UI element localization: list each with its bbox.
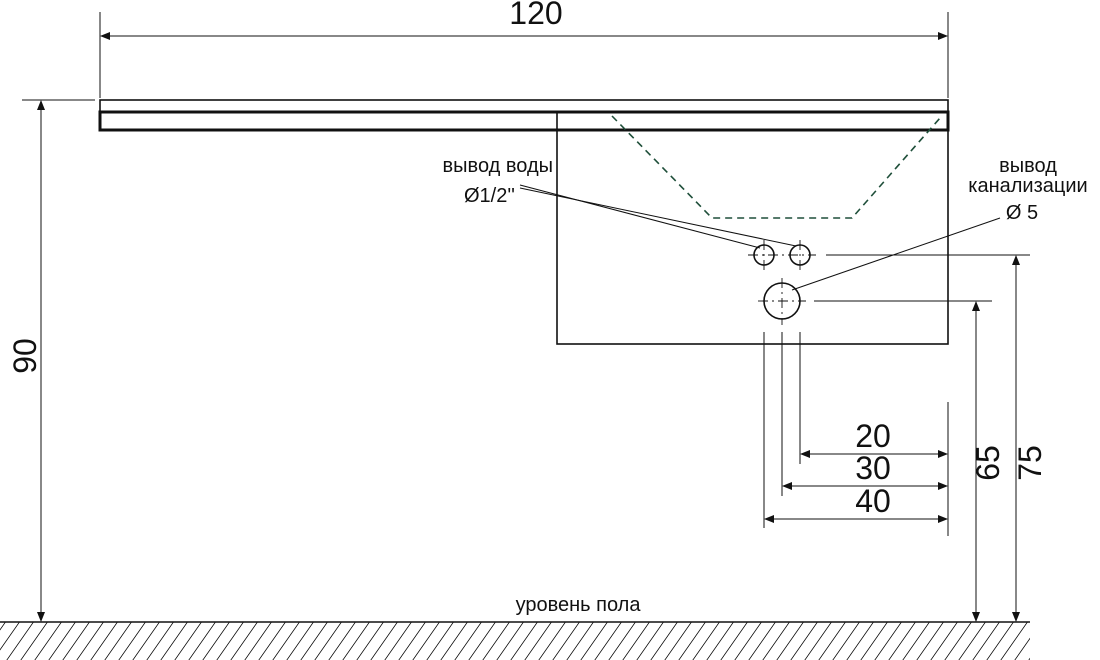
dim-65-value: 65 bbox=[970, 445, 1006, 481]
water-leader-1 bbox=[519, 184, 761, 249]
water-leader-2 bbox=[519, 187, 797, 247]
dim-75-value: 75 bbox=[1012, 445, 1048, 481]
countertop-front-edge bbox=[98, 110, 950, 132]
dimension-height: 90 bbox=[7, 99, 95, 622]
water-outlet-label-line2: Ø1/2'' bbox=[464, 185, 515, 207]
sink-bowl-hidden-line bbox=[611, 115, 941, 219]
drain-leader bbox=[791, 217, 1001, 291]
dim-height-value: 90 bbox=[7, 338, 43, 374]
countertop-top-edge bbox=[99, 99, 949, 113]
leader-lines bbox=[519, 184, 1001, 291]
drain-group bbox=[758, 278, 806, 325]
floor bbox=[0, 621, 1030, 660]
offset-20-value: 20 bbox=[855, 418, 891, 454]
cabinet-body bbox=[556, 111, 949, 345]
offset-40-value: 40 bbox=[855, 483, 891, 519]
dim-width-value: 120 bbox=[509, 0, 562, 31]
dimension-offsets: 20 30 40 bbox=[763, 332, 949, 536]
drain-label-line2: канализации bbox=[968, 175, 1087, 197]
water-outlet-label-line1: вывод воды bbox=[443, 155, 553, 177]
floor-level-label: уровень пола bbox=[516, 594, 642, 616]
notes: вывод воды Ø1/2'' вывод канализации Ø 5 … bbox=[443, 155, 1088, 616]
offset-30-value: 30 bbox=[855, 450, 891, 486]
floor-hatching bbox=[0, 622, 1030, 660]
dimension-width: 120 bbox=[99, 0, 949, 98]
dimension-outlet-heights: 75 65 bbox=[814, 254, 1048, 622]
drain-label-line1: вывод bbox=[999, 155, 1057, 177]
water-outlet-group bbox=[748, 240, 816, 270]
drain-label-line3: Ø 5 bbox=[1006, 202, 1038, 224]
countertop bbox=[98, 99, 950, 132]
